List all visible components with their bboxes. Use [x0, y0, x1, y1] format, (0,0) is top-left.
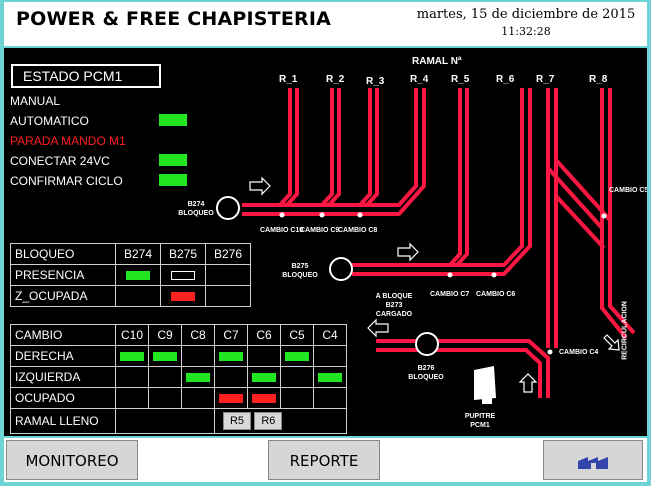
main-panel: RAMAL Nª R_1 R_2 R_3 R_4 R_5 R_6 R_7 R_8…	[4, 48, 647, 436]
bloqueo-table: BLOQUEO B274 B275 B276 PRESENCIA Z_OCUPA…	[10, 243, 251, 307]
presencia-b274-indicator	[126, 271, 150, 281]
automatico-indicator	[159, 114, 187, 126]
track-main-1	[242, 88, 418, 207]
c9-header: C9	[148, 324, 182, 346]
b274-header: B274	[115, 243, 161, 265]
arrow-right-icon	[397, 242, 419, 262]
ocupado-label: OCUPADO	[10, 387, 116, 409]
ramal-r2-label: R_2	[326, 74, 345, 85]
derecha-label: DERECHA	[10, 345, 116, 367]
bloqueo-b275-icon	[329, 257, 353, 281]
c4-header: C4	[313, 324, 347, 346]
cambio-c4-label: CAMBIO C4	[559, 349, 599, 356]
ramal-lleno-r5-button[interactable]: R5	[223, 412, 251, 430]
factory-icon	[578, 456, 608, 469]
cambio-c8-label: CAMBIO C8	[338, 227, 378, 234]
cambio-c10-label: CAMBIO C10	[260, 227, 304, 234]
izquierda-c8-indicator	[186, 373, 210, 383]
presencia-b275-indicator	[171, 271, 195, 281]
z-ocupada-label: Z_OCUPADA	[10, 285, 116, 307]
c10-header: C10	[115, 324, 149, 346]
arrow-up-icon	[518, 373, 538, 393]
bloqueo-header-row: BLOQUEO B274 B275 B276	[10, 243, 251, 265]
derecha-c7-indicator	[219, 352, 243, 362]
ramal-lleno-label: RAMAL LLENO	[10, 408, 116, 434]
cambio-c9-label: CAMBIO C9	[300, 227, 340, 234]
ramal-r6-label: R_6	[496, 74, 515, 85]
page-title: POWER & FREE CHAPISTERIA	[16, 8, 331, 30]
c5-header: C5	[280, 324, 314, 346]
conectar-24vc-indicator	[159, 154, 187, 166]
cambio-c5-label: CAMBIO C5	[609, 187, 647, 194]
c8-header: C8	[181, 324, 215, 346]
estado-conectar-24vc: CONECTAR 24VC	[10, 154, 110, 168]
c7-header: C7	[214, 324, 248, 346]
arrow-diag-icon	[603, 334, 620, 351]
confirmar-ciclo-indicator	[159, 174, 187, 186]
izquierda-label: IZQUIERDA	[10, 366, 116, 388]
reporte-button[interactable]: REPORTE	[268, 440, 380, 480]
ramal-r8-label: R_8	[589, 74, 608, 85]
ramal-r1-label: R_1	[279, 74, 298, 85]
b276-header: B276	[205, 243, 251, 265]
estado-confirmar-ciclo: CONFIRMAR CICLO	[10, 174, 123, 188]
monitoreo-button[interactable]: MONITOREO	[6, 440, 138, 480]
recirculacion-label: RECIRCULACION	[621, 301, 629, 360]
home-button[interactable]	[543, 440, 643, 480]
z-ocupada-b275-indicator	[171, 292, 195, 302]
izquierda-c6-indicator	[252, 373, 276, 383]
derecha-c9-indicator	[153, 352, 177, 362]
ramal-lleno-r6-button[interactable]: R6	[254, 412, 283, 430]
derecha-c10-indicator	[120, 352, 144, 362]
arrow-left-icon	[367, 318, 389, 338]
table-row: DERECHA	[10, 345, 347, 367]
estado-manual: MANUAL	[10, 94, 61, 108]
cambio-header-row: CAMBIO C10 C9 C8 C7 C6 C5 C4	[10, 324, 347, 346]
arrow-right-icon	[249, 176, 271, 196]
estado-parada-mando: PARADA MANDO M1	[10, 134, 126, 148]
cambio-c6-label: CAMBIO C6	[476, 291, 516, 298]
table-row: Z_OCUPADA	[10, 285, 251, 307]
b275-header: B275	[160, 243, 206, 265]
bloqueo-header: BLOQUEO	[10, 243, 116, 265]
time-display: 11:32:28	[501, 25, 551, 38]
presencia-label: PRESENCIA	[10, 264, 116, 286]
cambio-c7-label: CAMBIO C7	[430, 291, 470, 298]
table-row: OCUPADO	[10, 387, 347, 409]
header-bar: POWER & FREE CHAPISTERIA martes, 15 de d…	[4, 2, 647, 46]
ocupado-c6-indicator	[252, 394, 276, 404]
izquierda-c4-indicator	[318, 373, 342, 383]
estado-automatico: AUTOMATICO	[10, 114, 89, 128]
ramal-r3-label: R_3	[366, 76, 385, 87]
bloqueo-b276-icon	[415, 332, 439, 356]
date-display: martes, 15 de diciembre de 2015	[416, 7, 636, 22]
table-row: IZQUIERDA	[10, 366, 347, 388]
cambio-header: CAMBIO	[10, 324, 116, 346]
table-row: PRESENCIA	[10, 264, 251, 286]
table-row: RAMAL LLENO R5 R6	[10, 408, 347, 434]
cambio-table: CAMBIO C10 C9 C8 C7 C6 C5 C4 DERECHA	[10, 324, 347, 434]
ramal-r4-label: R_4	[410, 74, 429, 85]
c6-header: C6	[247, 324, 281, 346]
ramal-title: RAMAL Nª	[412, 56, 462, 67]
track-diagram	[216, 88, 636, 404]
bloqueo-b274-icon	[216, 196, 240, 220]
estado-pcm1-title: ESTADO PCM1	[11, 64, 161, 88]
derecha-c5-indicator	[285, 352, 309, 362]
ramal-r7-label: R_7	[536, 74, 555, 85]
ocupado-c7-indicator	[219, 394, 243, 404]
ramal-r5-label: R_5	[451, 74, 470, 85]
